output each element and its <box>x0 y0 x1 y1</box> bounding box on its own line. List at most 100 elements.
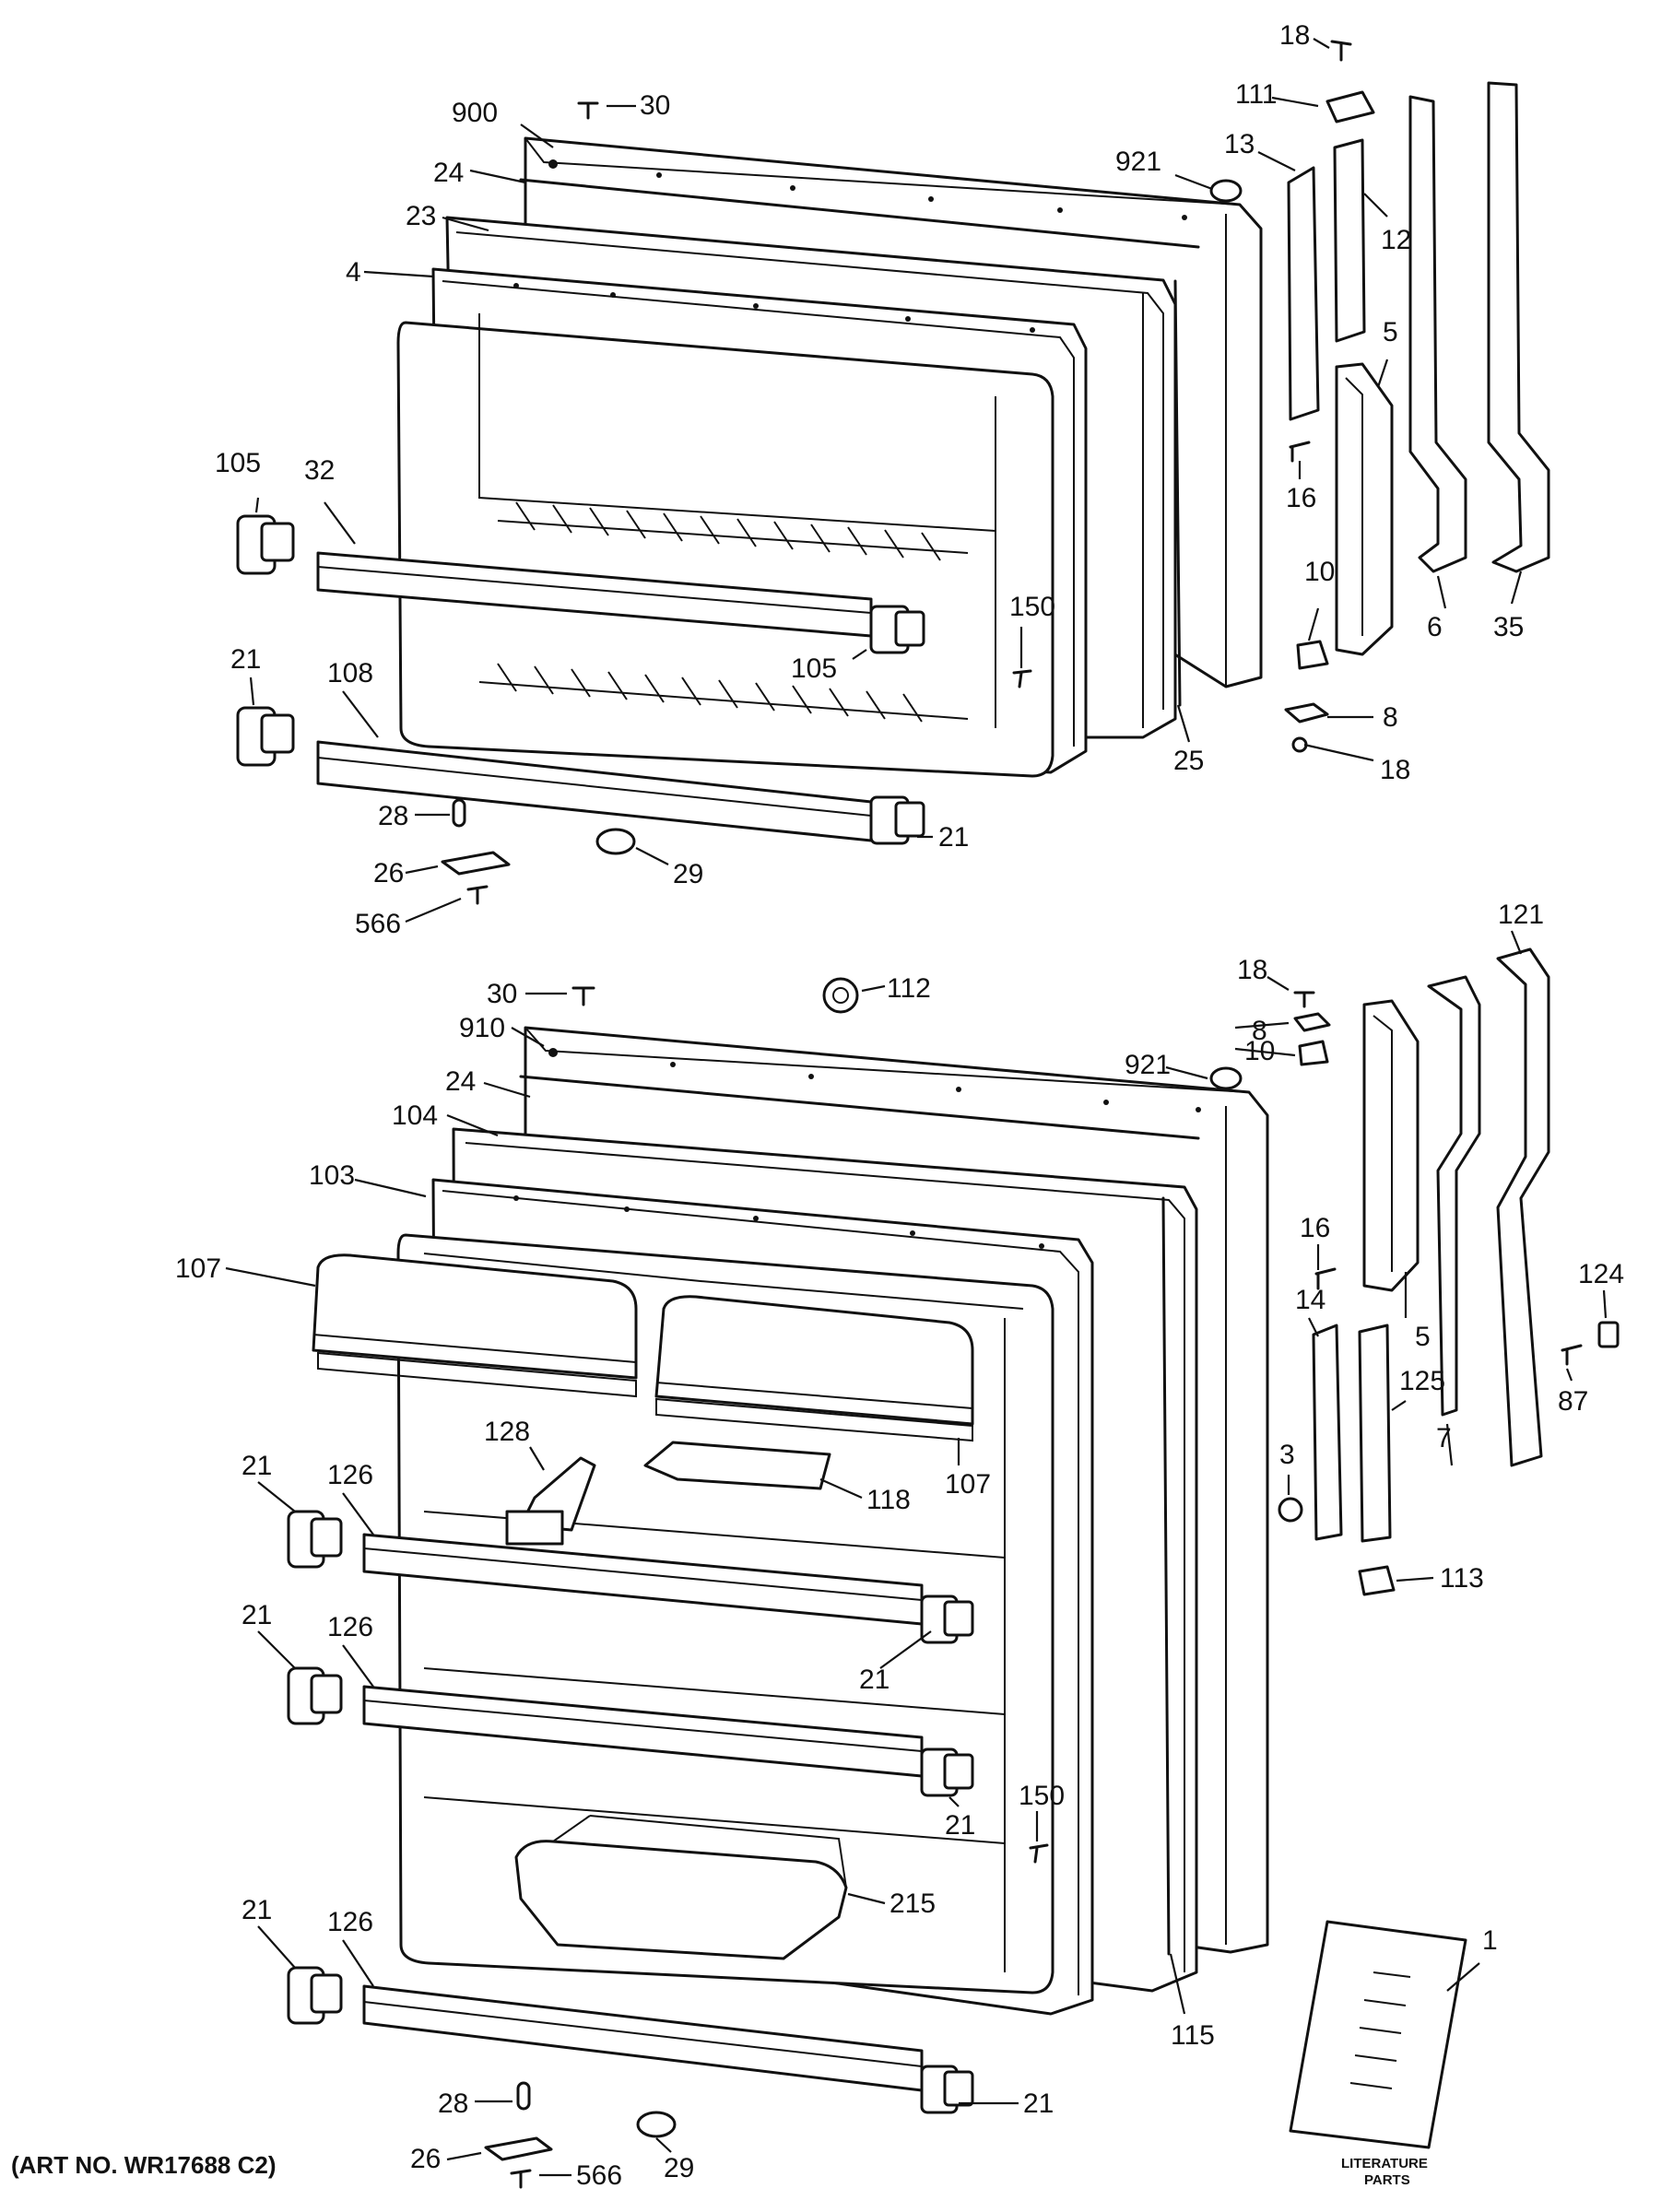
hinge-plate-26 <box>441 851 511 876</box>
part-label: 3 <box>1279 1440 1295 1470</box>
part-label: 150 <box>1009 592 1055 622</box>
leader-lines <box>225 38 1608 2177</box>
upper-hinge-hardware <box>1284 40 1550 753</box>
part-label: 8 <box>1252 1016 1267 1046</box>
part-label: 18 <box>1380 755 1410 785</box>
part-label: 21 <box>242 1451 272 1481</box>
part-label: 30 <box>487 979 517 1009</box>
egg-tray-118 <box>643 1441 831 1490</box>
stop-10-lower <box>1298 1040 1329 1066</box>
part-label: 124 <box>1578 1259 1624 1289</box>
part-label: 10 <box>1304 557 1335 587</box>
part-label: 21 <box>242 1895 272 1925</box>
screw-150-lower <box>1029 1843 1049 1864</box>
handle-end-14 <box>1312 1324 1343 1541</box>
part-label: 23 <box>406 201 436 231</box>
handle-7 <box>1427 975 1481 1417</box>
lower-part-labels: 30 112 910 24 104 103 107 921 18 8 10 16… <box>175 900 1624 2191</box>
handle-6 <box>1408 95 1467 573</box>
screw-30 <box>577 101 599 120</box>
part-label: 566 <box>576 2160 622 2191</box>
stop-10 <box>1296 640 1329 670</box>
part-label: 26 <box>373 858 404 888</box>
lower-end-caps <box>287 1510 974 2114</box>
hinge-plate-26-lower <box>484 2136 553 2161</box>
upper-part-labels: 900 30 24 23 4 921 13 18 111 12 5 16 10 … <box>215 20 1524 939</box>
dairy-cover-107-left <box>312 1253 638 1380</box>
stop-113 <box>1358 1565 1396 1596</box>
screw-18-lower <box>1293 991 1315 1008</box>
part-label: 900 <box>452 98 498 128</box>
part-label: 108 <box>327 658 373 688</box>
screw-30-lower <box>571 986 595 1006</box>
lower-hinge-hardware <box>1278 947 1620 1596</box>
part-label: 1 <box>1482 1925 1498 1956</box>
part-label: 105 <box>215 448 261 478</box>
part-label: 128 <box>484 1417 530 1447</box>
part-label: 4 <box>346 257 361 288</box>
screw-18-bottom <box>1291 736 1308 753</box>
part-label: 18 <box>1237 955 1267 985</box>
part-label: 30 <box>640 90 670 121</box>
part-label: 18 <box>1279 20 1310 51</box>
part-label: 6 <box>1427 612 1443 642</box>
part-label: 87 <box>1558 1386 1588 1417</box>
part-label: 112 <box>887 973 931 1004</box>
part-label: 25 <box>1173 746 1204 776</box>
part-label: 14 <box>1295 1285 1325 1315</box>
handle-35 <box>1487 81 1550 573</box>
part-label: 111 <box>1235 79 1278 110</box>
hinge-pin-8-lower <box>1293 1012 1331 1032</box>
upper-small-parts <box>441 101 1243 905</box>
part-label: 5 <box>1383 317 1398 347</box>
part-label: 28 <box>438 2088 468 2119</box>
part-label: 29 <box>673 859 703 889</box>
part-label: 215 <box>890 1888 936 1919</box>
part-label: 32 <box>304 455 335 486</box>
shelf-rail-126-bottom <box>362 1984 924 2092</box>
part-label: 921 <box>1125 1050 1171 1080</box>
art-number: (ART NO. WR17688 C2) <box>11 2151 277 2179</box>
part-label: 566 <box>355 909 401 939</box>
pin-28 <box>452 798 466 828</box>
screw-18-top <box>1330 40 1352 62</box>
part-label: 21 <box>938 822 969 853</box>
lower-small-parts <box>484 977 1467 2189</box>
hinge-cover-12 <box>1333 138 1366 343</box>
part-label: 28 <box>378 801 408 831</box>
part-label: 126 <box>327 1460 373 1490</box>
part-label: 13 <box>1224 129 1255 159</box>
part-label: 5 <box>1415 1322 1431 1352</box>
part-label: 125 <box>1399 1366 1445 1396</box>
freezer-door-assembly <box>316 136 1263 842</box>
part-label: 126 <box>327 1907 373 1937</box>
screw-16 <box>1289 441 1311 463</box>
screw-87 <box>1561 1344 1583 1366</box>
handle-end-13 <box>1287 166 1320 421</box>
part-label: 21 <box>1023 2088 1054 2119</box>
part-label: 910 <box>459 1013 505 1043</box>
literature-booklet <box>1289 1920 1467 2149</box>
part-label: 105 <box>791 653 837 684</box>
pin-28-lower <box>516 2081 531 2111</box>
part-label: 21 <box>859 1665 890 1695</box>
screw-16-lower <box>1314 1267 1337 1290</box>
upper-end-caps <box>236 514 925 845</box>
part-label: 113 <box>1440 1563 1484 1594</box>
part-label: 107 <box>945 1469 991 1500</box>
plug-29-lower <box>636 2111 677 2138</box>
plug-921-lower <box>1209 1066 1243 1090</box>
literature-caption-line2: PARTS <box>1364 2172 1410 2188</box>
part-label: 104 <box>392 1100 438 1131</box>
part-label: 26 <box>410 2144 441 2174</box>
part-label: 21 <box>242 1600 272 1630</box>
part-label: 12 <box>1381 225 1411 255</box>
hinge-cover-125 <box>1358 1324 1392 1543</box>
thermostat-knob-112 <box>822 977 859 1014</box>
dairy-cover-107-right <box>654 1295 974 1426</box>
part-label: 121 <box>1498 900 1544 930</box>
part-label: 115 <box>1171 2020 1215 2051</box>
bushing-3 <box>1278 1497 1303 1523</box>
literature-caption-line1: LITERATURE <box>1341 2156 1428 2171</box>
